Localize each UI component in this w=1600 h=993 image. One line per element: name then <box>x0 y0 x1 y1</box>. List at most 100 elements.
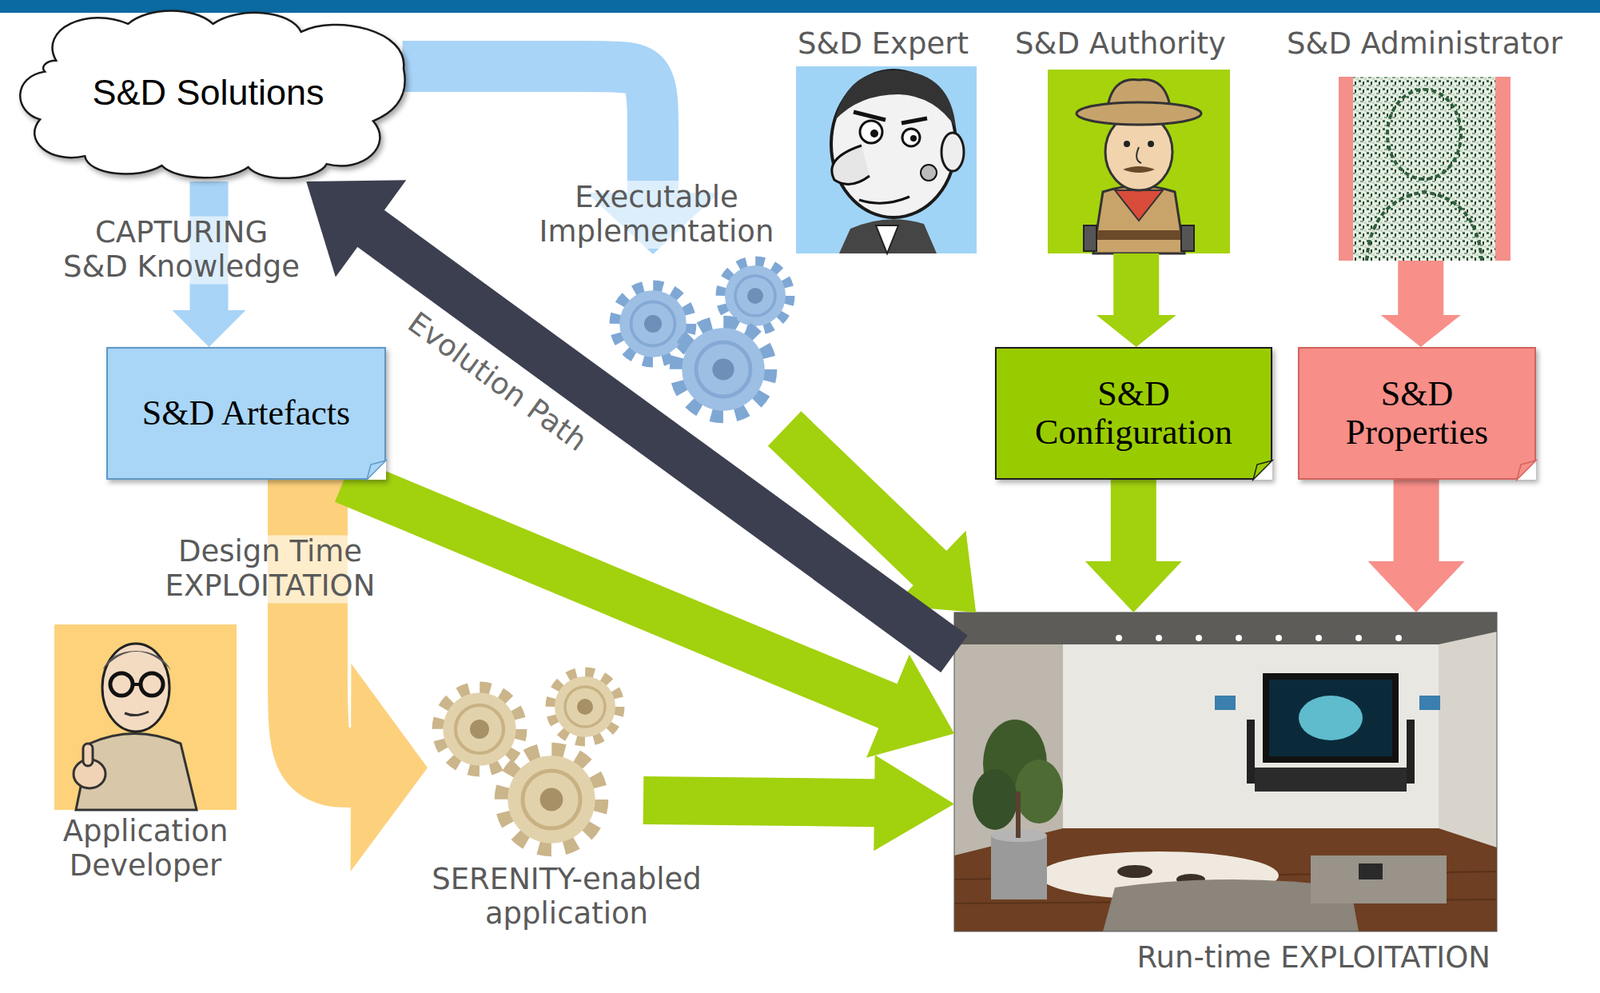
room-photo <box>1195 634 1202 641</box>
expert-portrait <box>875 225 899 254</box>
arrow-head <box>1096 314 1177 347</box>
expert-portrait <box>901 118 928 124</box>
administrator-portrait <box>1338 76 1511 261</box>
expert-portrait <box>831 70 956 218</box>
room-photo <box>1015 791 1021 838</box>
administrator-portrait <box>1387 89 1461 180</box>
room-photo <box>954 612 1497 645</box>
role-caption: S&D Authority <box>1000 27 1241 62</box>
box-label: S&D Configuration <box>1012 374 1255 453</box>
authority-portrait <box>1123 140 1131 148</box>
flow-arrow <box>1381 260 1461 347</box>
developer-portrait <box>132 682 141 686</box>
cloud-outline <box>19 10 405 178</box>
expert-portrait <box>831 145 870 184</box>
authority-portrait <box>1147 140 1155 148</box>
folded-corner <box>1253 460 1273 480</box>
developer-portrait <box>124 711 149 716</box>
artefact-note: S&D Artefacts <box>106 346 387 480</box>
expert-portrait <box>839 218 937 254</box>
room-photo <box>1062 644 1439 828</box>
arrow-head <box>172 310 247 347</box>
room-photo <box>1262 672 1399 763</box>
room-photo: Run-time EXPLOITATION <box>954 612 1497 932</box>
room-photo <box>954 644 1063 856</box>
box-label: S&D Solutions <box>91 71 324 114</box>
room-photo <box>1155 634 1163 641</box>
flow-arrow <box>1368 479 1465 613</box>
folded-corner <box>1253 460 1273 480</box>
arrow-shaft <box>1113 253 1159 320</box>
arrow-head <box>873 754 955 851</box>
arrow-shaft <box>344 479 899 710</box>
room-photo <box>954 612 1497 932</box>
room-photo <box>1358 863 1383 880</box>
room-photo <box>1115 634 1123 641</box>
role-caption: S&D Expert <box>771 27 996 62</box>
arrow-head <box>1381 314 1461 347</box>
authority-portrait <box>1122 166 1155 173</box>
role-portrait: Application Developer <box>54 624 237 810</box>
role-portrait: S&D Expert <box>796 66 977 254</box>
authority-portrait <box>1047 69 1230 254</box>
authority-portrait <box>1093 186 1185 255</box>
application-gears <box>437 672 620 849</box>
role-caption: S&D Administrator <box>1269 27 1581 62</box>
role-caption: SERENITY-enabled application <box>410 862 723 931</box>
gear-cluster: SERENITY-enabled application <box>427 668 644 860</box>
arrow-shaft <box>1397 260 1444 320</box>
room-photo <box>1355 634 1362 641</box>
room-photo <box>1419 695 1441 710</box>
flow-arrow <box>306 179 955 654</box>
room-photo <box>1275 634 1282 641</box>
arrow-head <box>1085 561 1183 613</box>
top-bar <box>0 0 1600 13</box>
expert-portrait <box>910 135 917 142</box>
room-photo <box>1246 719 1255 784</box>
expert-portrait <box>941 132 964 172</box>
developer-portrait <box>54 624 237 810</box>
administrator-portrait <box>1353 76 1496 261</box>
developer-portrait <box>54 624 237 810</box>
room-photo <box>1269 679 1393 757</box>
role-caption: Executable Implementation <box>525 180 789 249</box>
executable-gears <box>676 322 771 417</box>
flow-arrow <box>1096 253 1177 347</box>
room-photo <box>1014 759 1063 824</box>
authority-portrait <box>1047 69 1230 254</box>
folded-corner <box>1516 460 1537 480</box>
application-gears <box>437 687 521 770</box>
folded-corner <box>1516 460 1537 480</box>
gear-cluster: Executable Implementation <box>601 254 817 429</box>
expert-portrait <box>859 196 910 203</box>
arrow-head <box>1368 561 1465 613</box>
expert-portrait <box>796 66 977 254</box>
arrow-head <box>306 179 406 277</box>
box-label: S&D Artefacts <box>142 394 351 433</box>
folded-corner <box>1516 460 1537 480</box>
room-frame <box>954 612 1497 932</box>
executable-gears <box>615 286 692 363</box>
application-gears <box>550 672 620 741</box>
flow-arrow <box>1085 479 1183 613</box>
arrow-shaft <box>1110 479 1157 570</box>
room-photo <box>1117 864 1153 878</box>
room-photo <box>954 612 1497 932</box>
developer-portrait <box>102 643 170 732</box>
folded-corner <box>366 460 387 480</box>
expert-portrait <box>920 164 937 181</box>
room-photo <box>1315 634 1322 641</box>
arrow-shaft <box>361 221 955 654</box>
arrow-shaft <box>1393 479 1440 570</box>
role-caption: Application Developer <box>37 814 254 883</box>
folded-corner <box>366 460 387 480</box>
developer-portrait <box>140 672 164 696</box>
room-photo <box>1214 695 1236 710</box>
solutions-cloud: S&D Solutions <box>7 3 409 182</box>
authority-portrait <box>1114 190 1163 221</box>
room-photo <box>1298 695 1363 741</box>
room-photo <box>1310 855 1447 904</box>
expert-portrait <box>902 128 920 147</box>
administrator-portrait <box>1338 76 1511 261</box>
